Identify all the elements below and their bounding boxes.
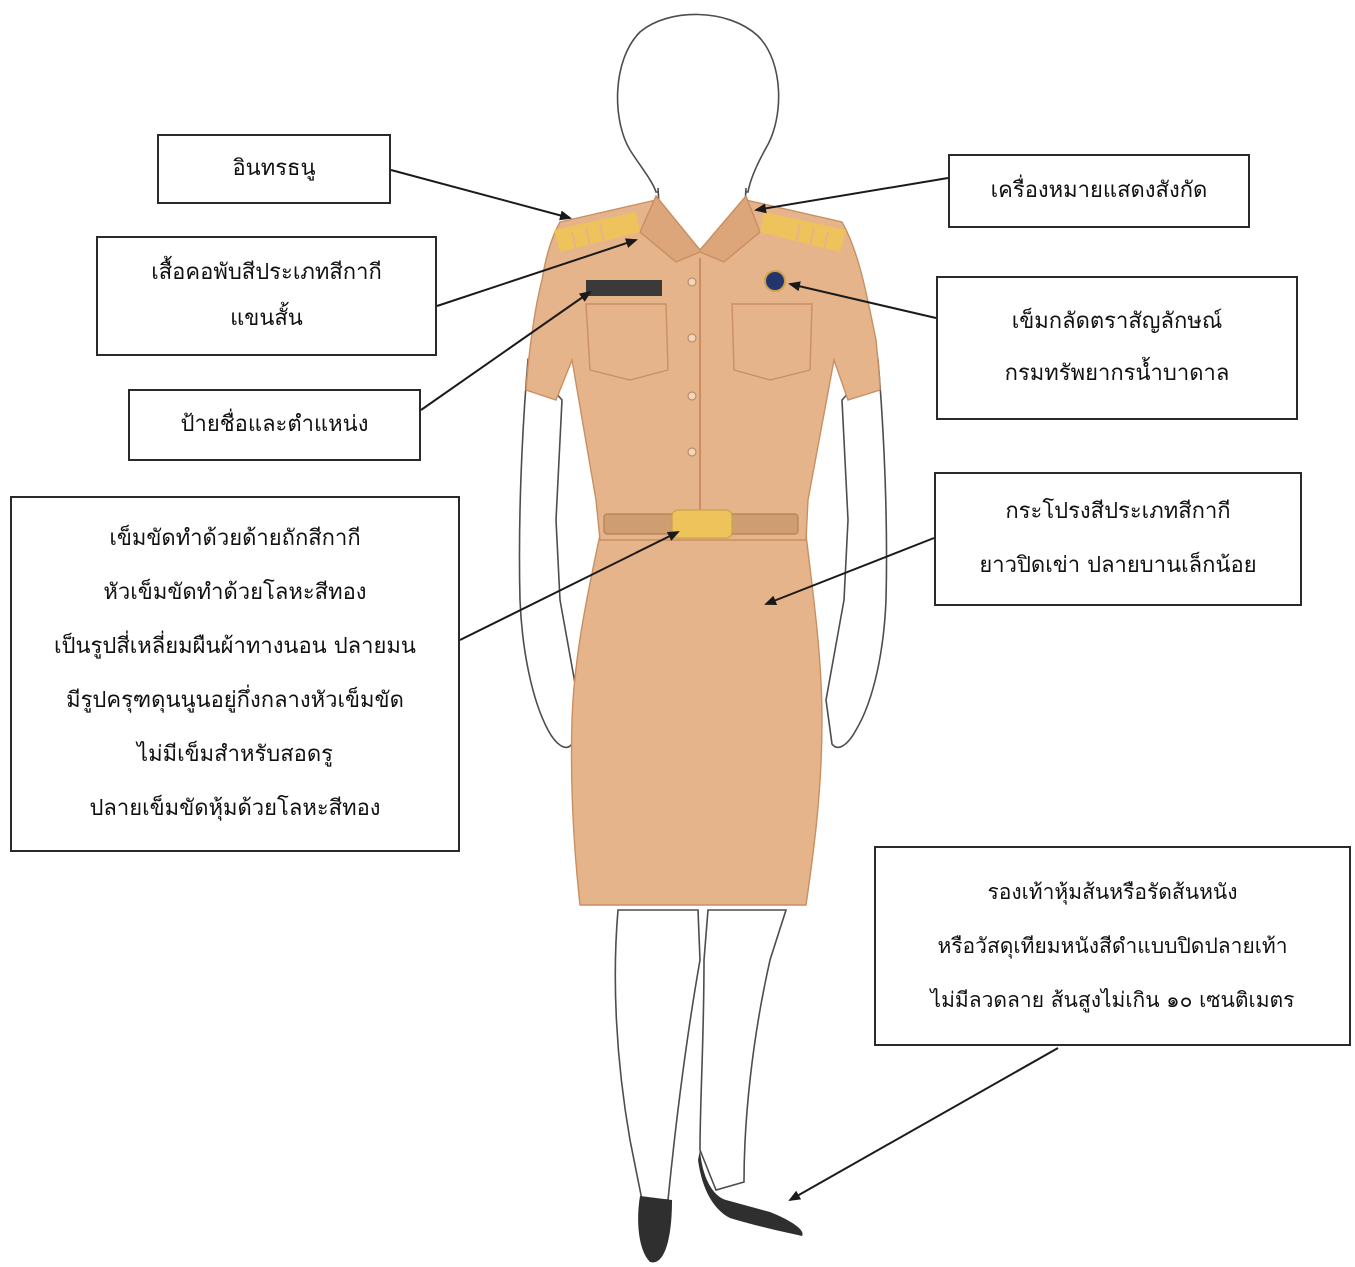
label-belt-line-6: ปลายเข็มขัดหุ้มด้วยโลหะสีทอง <box>89 782 380 836</box>
label-epaulette-line-1: อินทรธนู <box>232 146 315 192</box>
label-shoes-line-3: ไม่มีลวดลาย ส้นสูงไม่เกิน ๑๐ เซนติเมตร <box>931 973 1295 1027</box>
shirt-button <box>688 334 696 342</box>
label-belt-line-4: มีรูปครุฑดุนนูนอยู่กึ่งกลางหัวเข็มขัด <box>66 674 404 728</box>
label-badge-line-1: เข็มกลัดตราสัญลักษณ์ <box>1012 296 1223 348</box>
name-plate <box>586 280 662 296</box>
belt-buckle <box>672 510 732 538</box>
label-insignia-line-1: เครื่องหมายแสดงสังกัด <box>991 168 1208 214</box>
label-belt-line-2: หัวเข็มขัดทำด้วยโลหะสีทอง <box>103 566 366 620</box>
label-skirt: กระโปรงสีประเภทสีกากี ยาวปิดเข่า ปลายบาน… <box>934 472 1302 606</box>
label-insignia: เครื่องหมายแสดงสังกัด <box>948 154 1250 228</box>
right-arm <box>826 360 887 747</box>
left-leg <box>615 910 700 1200</box>
head <box>618 14 779 192</box>
label-belt-line-1: เข็มขัดทำด้วยด้ายถักสีกากี <box>109 512 360 566</box>
label-shoes: รองเท้าหุ้มส้นหรือรัดส้นหนัง หรือวัสดุเท… <box>874 846 1351 1046</box>
right-leg <box>700 910 786 1190</box>
label-epaulette: อินทรธนู <box>157 134 391 204</box>
left-arm <box>519 360 578 747</box>
leader-shoes <box>790 1048 1058 1200</box>
label-nameplate: ป้ายชื่อและตำแหน่ง <box>128 389 421 461</box>
label-shoes-line-1: รองเท้าหุ้มส้นหรือรัดส้นหนัง <box>987 865 1237 919</box>
label-shirt: เสื้อคอพับสีประเภทสีกากี แขนสั้น <box>96 236 437 356</box>
label-shirt-line-2: แขนสั้น <box>230 296 303 342</box>
shirt-button <box>688 278 696 286</box>
label-shirt-line-1: เสื้อคอพับสีประเภทสีกากี <box>151 250 382 296</box>
label-belt: เข็มขัดทำด้วยด้ายถักสีกากี หัวเข็มขัดทำด… <box>10 496 460 852</box>
leader-insignia <box>756 178 948 210</box>
label-shoes-line-2: หรือวัสดุเทียมหนังสีดำแบบปิดปลายเท้า <box>937 919 1287 973</box>
leader-epaulette <box>391 170 570 218</box>
left-shoe <box>638 1196 672 1262</box>
label-skirt-line-1: กระโปรงสีประเภทสีกากี <box>1005 485 1230 539</box>
label-belt-line-3: เป็นรูปสี่เหลี่ยมผืนผ้าทางนอน ปลายมน <box>54 620 416 674</box>
label-belt-line-5: ไม่มีเข็มสำหรับสอดรู <box>137 728 333 782</box>
shirt-button <box>688 392 696 400</box>
shirt-button <box>688 448 696 456</box>
label-badge: เข็มกลัดตราสัญลักษณ์ กรมทรัพยากรน้ำบาดาล <box>936 276 1298 420</box>
label-skirt-line-2: ยาวปิดเข่า ปลายบานเล็กน้อย <box>979 539 1256 593</box>
label-nameplate-line-1: ป้ายชื่อและตำแหน่ง <box>181 402 369 448</box>
skirt <box>571 535 822 905</box>
label-badge-line-2: กรมทรัพยากรน้ำบาดาล <box>1005 348 1230 400</box>
emblem-badge <box>765 271 785 291</box>
